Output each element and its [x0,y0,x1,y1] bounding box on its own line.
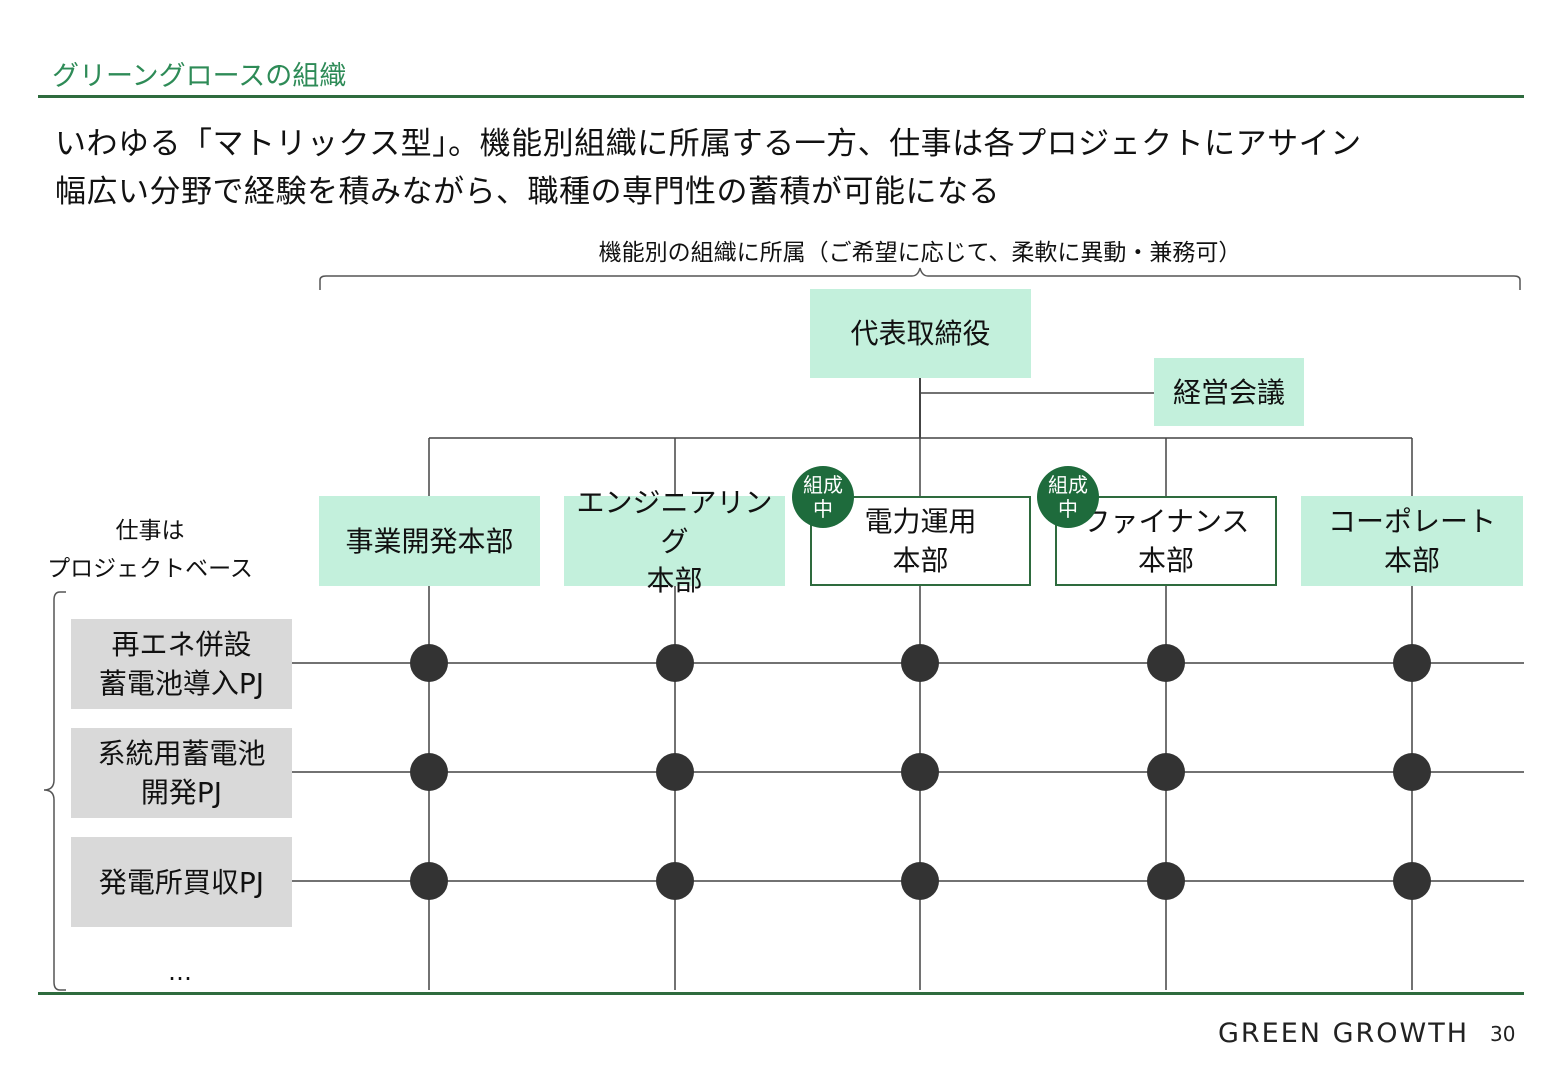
project-box: 発電所買収PJ [71,837,292,927]
department-label: コーポレート [1327,505,1496,538]
node-r2-c5 [1393,753,1431,791]
node-r2-c3 [901,753,939,791]
footer-divider [38,992,1524,995]
node-r3-c5 [1393,862,1431,900]
ceo-box: 代表取締役 [810,289,1031,378]
node-r3-c2 [656,862,694,900]
department-label: 事業開発本部 [345,524,514,558]
department-label: エンジニアリング [576,485,773,558]
more-projects-ellipsis: … [168,958,192,986]
project-brace [43,591,66,991]
ceo-label: 代表取締役 [850,317,991,350]
node-r1-c1 [410,644,448,682]
node-r2-c1 [410,753,448,791]
department-brace-label: 機能別の組織に所属（ご希望に応じて、柔軟に異動・兼務可） [598,240,1242,266]
department-finance: ファイナンス 本部 [1055,496,1277,586]
department-label: 電力運用 [864,505,977,538]
project-box: 再エネ併設 蓄電池導入PJ [71,619,292,709]
node-r3-c1 [410,862,448,900]
lead-line-2: 幅広い分野で経験を積みながら、職種の専門性の蓄積が可能になる [55,174,1000,210]
project-box: 系統用蓄電池 開発PJ [71,728,292,818]
board-label: 経営会議 [1172,375,1285,409]
node-r2-c2 [656,753,694,791]
matrix-nodes [410,644,1431,900]
node-r1-c3 [901,644,939,682]
forming-badge: 組成 中 [1037,466,1099,528]
node-r2-c4 [1147,753,1185,791]
forming-badge: 組成 中 [792,466,854,528]
department-brace [319,267,1521,290]
department-label-sub: 本部 [892,544,949,577]
node-r3-c4 [1147,862,1185,900]
node-r3-c3 [901,862,939,900]
node-r1-c5 [1393,644,1431,682]
page-number: 30 [1490,1022,1516,1046]
department-business-dev: 事業開発本部 [319,496,540,586]
department-corporate: コーポレート 本部 [1301,496,1523,586]
title-divider [38,95,1524,98]
board-box: 経営会議 [1154,358,1304,426]
department-label-sub: 本部 [1383,544,1440,577]
project-side-label: 仕事は プロジェクトベース [47,518,253,582]
node-r1-c2 [656,644,694,682]
department-engineering: エンジニアリング 本部 [564,486,785,597]
department-label-sub: 本部 [646,563,703,597]
node-r1-c4 [1147,644,1185,682]
department-label: ファイナンス [1082,505,1250,538]
department-label-sub: 本部 [1137,544,1194,577]
brand-logo: GREEN GROWTH [1218,1018,1470,1049]
lead-line-1: いわゆる「マトリックス型」。機能別組織に所属する一方、仕事は各プロジェクトにアサ… [55,126,1362,162]
page-title: グリーングロースの組織 [52,61,347,92]
